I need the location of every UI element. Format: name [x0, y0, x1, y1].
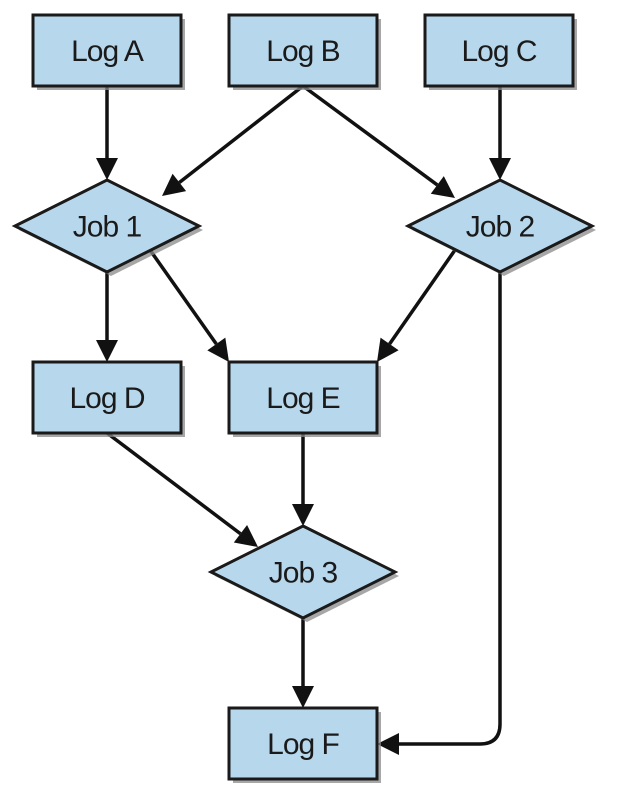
edge-log-d-to-job-3	[105, 431, 258, 547]
edge-job-1-to-log-d	[96, 272, 118, 362]
arrowhead-icon	[292, 504, 314, 526]
arrowhead-icon	[207, 337, 229, 362]
arrowhead-icon	[162, 173, 187, 196]
edge-line	[105, 431, 242, 536]
log-box	[31, 13, 183, 88]
node-log-e: Log E	[227, 360, 381, 437]
arrowhead-icon	[377, 733, 399, 755]
edge-line	[301, 84, 439, 187]
node-label: Job 2	[466, 211, 535, 244]
arrowhead-icon	[96, 158, 118, 180]
node-log-b: Log B	[227, 13, 381, 90]
edge-job-1-to-log-e	[148, 248, 229, 362]
node-label: Job 3	[269, 557, 338, 590]
node-label: Log E	[266, 382, 339, 415]
edge-line	[399, 272, 502, 746]
node-label: Job 1	[73, 211, 142, 244]
edge-log-e-to-job-3	[292, 433, 314, 526]
arrowhead-icon	[292, 686, 314, 708]
node-job-1: Job 1	[11, 178, 203, 276]
edge-log-c-to-job-2	[489, 86, 511, 180]
arrowhead-icon	[430, 176, 455, 198]
arrowhead-icon	[96, 340, 118, 362]
edge-job-2-to-log-f	[377, 272, 502, 755]
log-box	[227, 13, 379, 88]
log-box	[227, 360, 379, 435]
log-box	[423, 13, 575, 88]
node-log-a: Log A	[31, 13, 185, 90]
edge-job-2-to-log-e	[377, 248, 457, 362]
job-diamond	[404, 178, 596, 274]
node-log-f: Log F	[227, 706, 381, 783]
node-log-d: Log D	[31, 360, 185, 437]
job-diamond	[11, 178, 203, 274]
node-job-3: Job 3	[207, 524, 399, 622]
nodes-layer: Log A Log B Log C Job 1 Job 2 Log D Log E Job 3…	[11, 13, 596, 783]
edge-job-3-to-log-f	[292, 618, 314, 708]
arrowhead-icon	[377, 337, 399, 362]
node-label: Log A	[71, 35, 144, 68]
edge-log-b-to-job-2	[301, 84, 455, 198]
arrowhead-icon	[489, 158, 511, 180]
job-diamond	[207, 524, 399, 620]
node-label: Log C	[461, 35, 536, 68]
edge-log-a-to-job-1	[96, 86, 118, 180]
edges-layer	[96, 84, 511, 755]
node-log-c: Log C	[423, 13, 577, 90]
edge-log-b-to-job-1	[162, 84, 305, 196]
node-job-2: Job 2	[404, 178, 596, 276]
log-box	[31, 360, 183, 435]
node-label: Log D	[69, 382, 144, 415]
node-label: Log B	[266, 35, 339, 68]
arrowhead-icon	[233, 524, 258, 547]
node-label: Log F	[267, 728, 339, 761]
log-box	[227, 706, 379, 781]
edge-line	[148, 248, 218, 346]
edge-line	[388, 248, 457, 345]
edge-line	[178, 84, 305, 184]
